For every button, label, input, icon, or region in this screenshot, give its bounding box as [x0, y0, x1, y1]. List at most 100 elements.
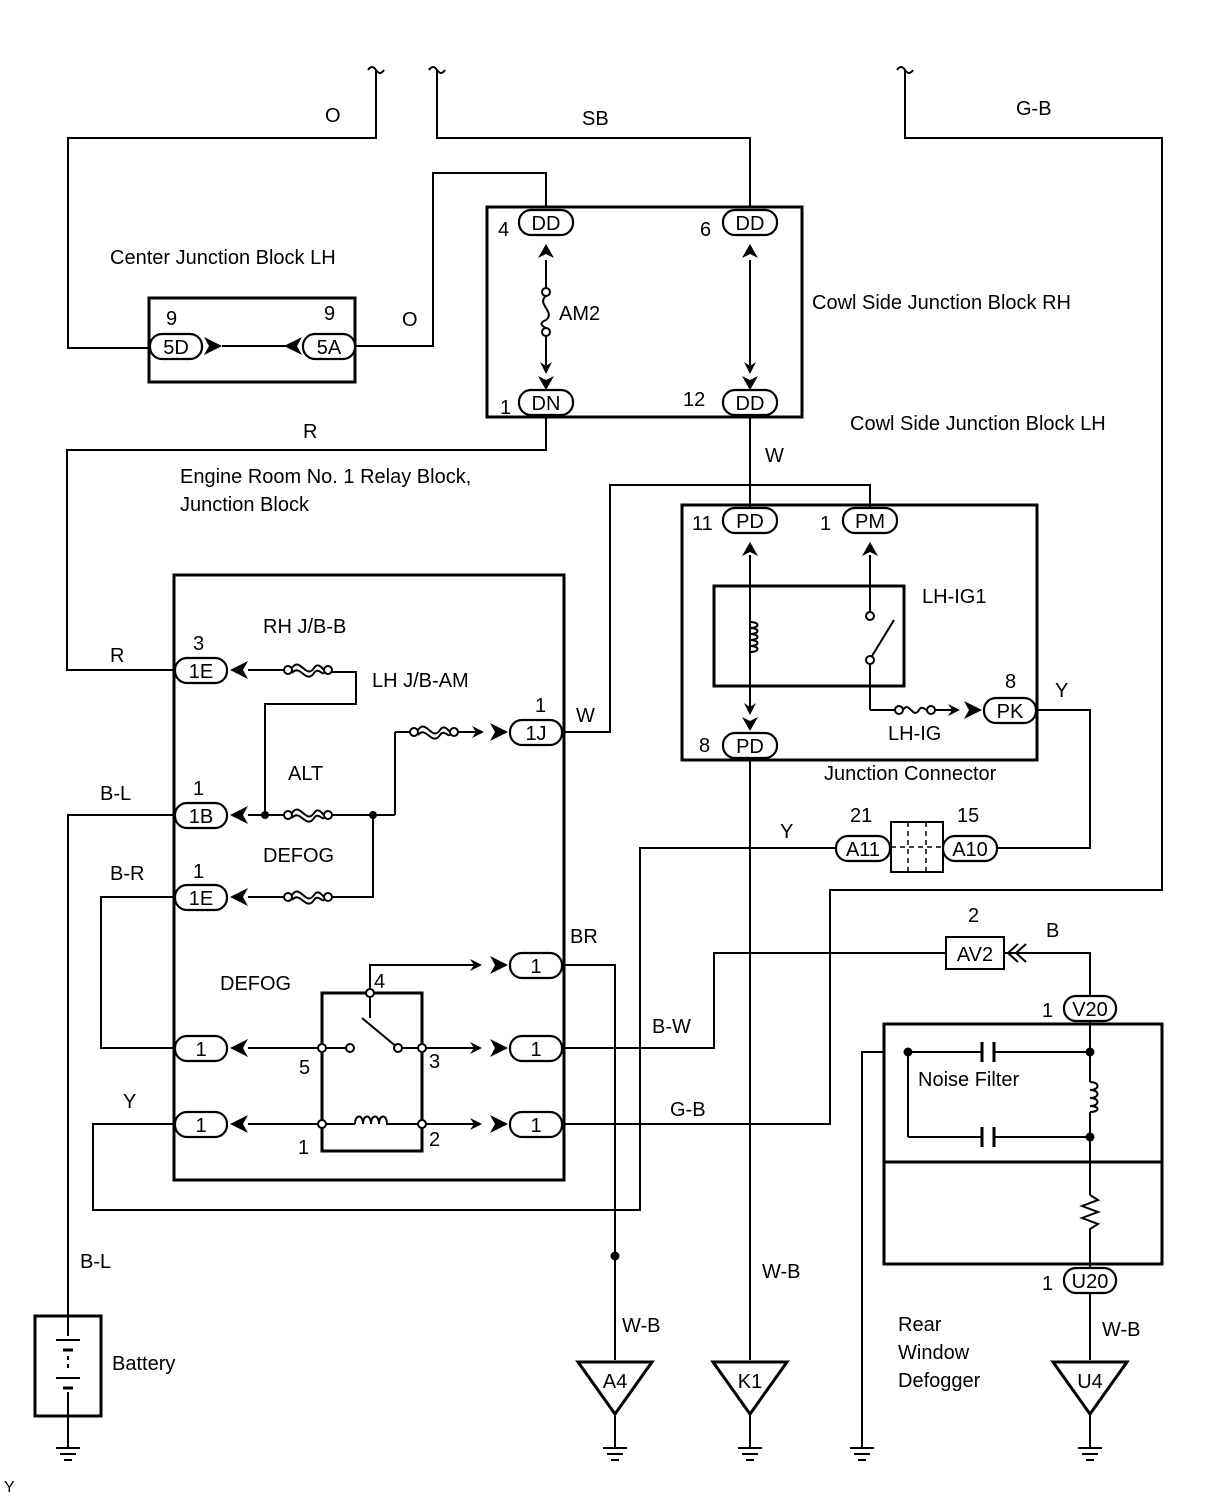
connector-pd8: PD 8 — [699, 731, 779, 760]
connector-1j: 1J 1 — [490, 695, 564, 747]
connector-5d: 5D 9 — [148, 308, 222, 361]
relay-pin-1: 1 — [298, 1137, 309, 1159]
connector-code: 1B — [189, 806, 213, 828]
connector-pd11: PD 11 — [692, 506, 779, 556]
connector-code: U20 — [1072, 1271, 1109, 1293]
connector-code: 5D — [163, 337, 189, 359]
connector-code: V20 — [1072, 999, 1108, 1021]
connector-dd4: DD 4 — [498, 208, 575, 258]
connector-1e-1: 1E 1 — [173, 861, 248, 912]
lh-jb-am-label: LH J/B-AM — [372, 670, 469, 692]
wire-label: Y — [123, 1091, 136, 1113]
rear-window-defogger-box — [882, 1022, 1164, 1266]
connector-right-br: 1 — [508, 951, 564, 980]
connector-dd12: DD 12 — [683, 388, 779, 417]
pin-number: 1 — [193, 778, 204, 800]
wire-label: G-B — [670, 1099, 706, 1121]
wire-label: SB — [582, 108, 609, 130]
connector-1e-3: 1E 3 — [173, 633, 248, 685]
connector-v20: V20 1 — [1042, 994, 1118, 1023]
alt-fuse — [283, 808, 333, 823]
pin-number: 3 — [193, 633, 204, 655]
ground-k1: K1 — [710, 1360, 790, 1448]
cowl-side-junction-block-lh — [680, 503, 1039, 762]
relay-pin-2: 2 — [429, 1129, 440, 1151]
battery-symbol — [33, 1314, 103, 1418]
connector-dn1: DN 1 — [500, 388, 575, 419]
connector-code: DD — [736, 213, 765, 235]
connector-code: DD — [532, 213, 561, 235]
ground-label: A4 — [603, 1371, 627, 1393]
connector-5a: 5A 9 — [284, 303, 357, 361]
connector-code: 1 — [195, 1115, 206, 1137]
pin-number: 12 — [683, 389, 705, 411]
connector-code: 1 — [530, 956, 541, 978]
connector-av2: AV2 2 — [945, 905, 1027, 970]
relay-pin-4: 4 — [374, 971, 385, 993]
wire-label: R — [303, 421, 317, 443]
connector-code: 1 — [530, 1115, 541, 1137]
junction-connector-label: Junction Connector — [824, 763, 997, 785]
pin-number: 8 — [699, 735, 710, 757]
defog-relay-label: DEFOG — [220, 973, 291, 995]
rear-defogger-label-3: Defogger — [898, 1370, 981, 1392]
connector-pm1: PM 1 — [820, 506, 899, 556]
am2-fuse — [540, 287, 551, 337]
engine-room-label-1: Engine Room No. 1 Relay Block, — [180, 466, 471, 488]
wire-label: B-L — [80, 1251, 111, 1273]
wire-label: W — [765, 445, 784, 467]
rh-jb-b-fuse — [283, 663, 333, 678]
rear-defogger-label-2: Window — [898, 1342, 970, 1364]
pin-number: 11 — [692, 513, 713, 535]
pin-number: 1 — [500, 397, 511, 419]
lh-ig-fuse — [894, 705, 936, 715]
pin-number: 1 — [535, 695, 546, 717]
cowl-side-junction-block-rh — [485, 205, 804, 419]
pin-number: 21 — [850, 805, 872, 827]
connector-code: 1J — [525, 723, 546, 745]
connector-code: 1E — [189, 661, 213, 683]
ground-label: U4 — [1077, 1371, 1103, 1393]
connector-code: DN — [532, 393, 561, 415]
relay-pin-5: 5 — [299, 1057, 310, 1079]
connector-u20: U20 1 — [1042, 1266, 1118, 1295]
wire-label: B-R — [110, 863, 144, 885]
connector-code: PD — [736, 736, 764, 758]
lh-ig1-relay-box — [712, 584, 906, 688]
pin-number: 2 — [968, 905, 979, 927]
wire-label: Y — [1055, 680, 1068, 702]
pin-number: 9 — [324, 303, 335, 325]
connector-code: 5A — [317, 337, 342, 359]
center-junction-block-label: Center Junction Block LH — [110, 247, 336, 269]
connector-code: 1E — [189, 888, 213, 910]
wire-label: R — [110, 645, 124, 667]
wire-label: B-W — [652, 1016, 691, 1038]
connector-code: DD — [736, 393, 765, 415]
ground-a4: A4 — [575, 1360, 655, 1448]
wire-label: BR — [570, 926, 598, 948]
pin-number: 1 — [1042, 1000, 1053, 1022]
pin-number: 15 — [957, 805, 979, 827]
connector-a10: A10 15 — [941, 805, 999, 863]
pin-number: 1 — [1042, 1273, 1053, 1295]
wire-label: O — [402, 309, 418, 331]
connector-1b: 1B 1 — [173, 778, 248, 830]
junction-dots — [261, 811, 1095, 1261]
cowl-lh-label: Cowl Side Junction Block LH — [850, 413, 1106, 435]
center-junction-block-lh — [147, 296, 357, 384]
wire-label: W — [576, 705, 595, 727]
pin-number: 9 — [166, 308, 177, 330]
wire-label: B-L — [100, 783, 131, 805]
pin-number: 8 — [1005, 671, 1016, 693]
chassis-ground-marks — [56, 1447, 1102, 1461]
lh-jb-am-fuse — [409, 725, 459, 740]
cowl-rh-label: Cowl Side Junction Block RH — [812, 292, 1071, 314]
wire-label: W-B — [1102, 1319, 1141, 1341]
pin-number: 1 — [820, 513, 831, 535]
lh-ig-label: LH-IG — [888, 723, 941, 745]
connector-code: PM — [855, 511, 885, 533]
rh-jb-b-label: RH J/B-B — [263, 616, 346, 638]
defog-relay-box — [320, 991, 424, 1153]
corner-mark: Y — [4, 1479, 15, 1496]
